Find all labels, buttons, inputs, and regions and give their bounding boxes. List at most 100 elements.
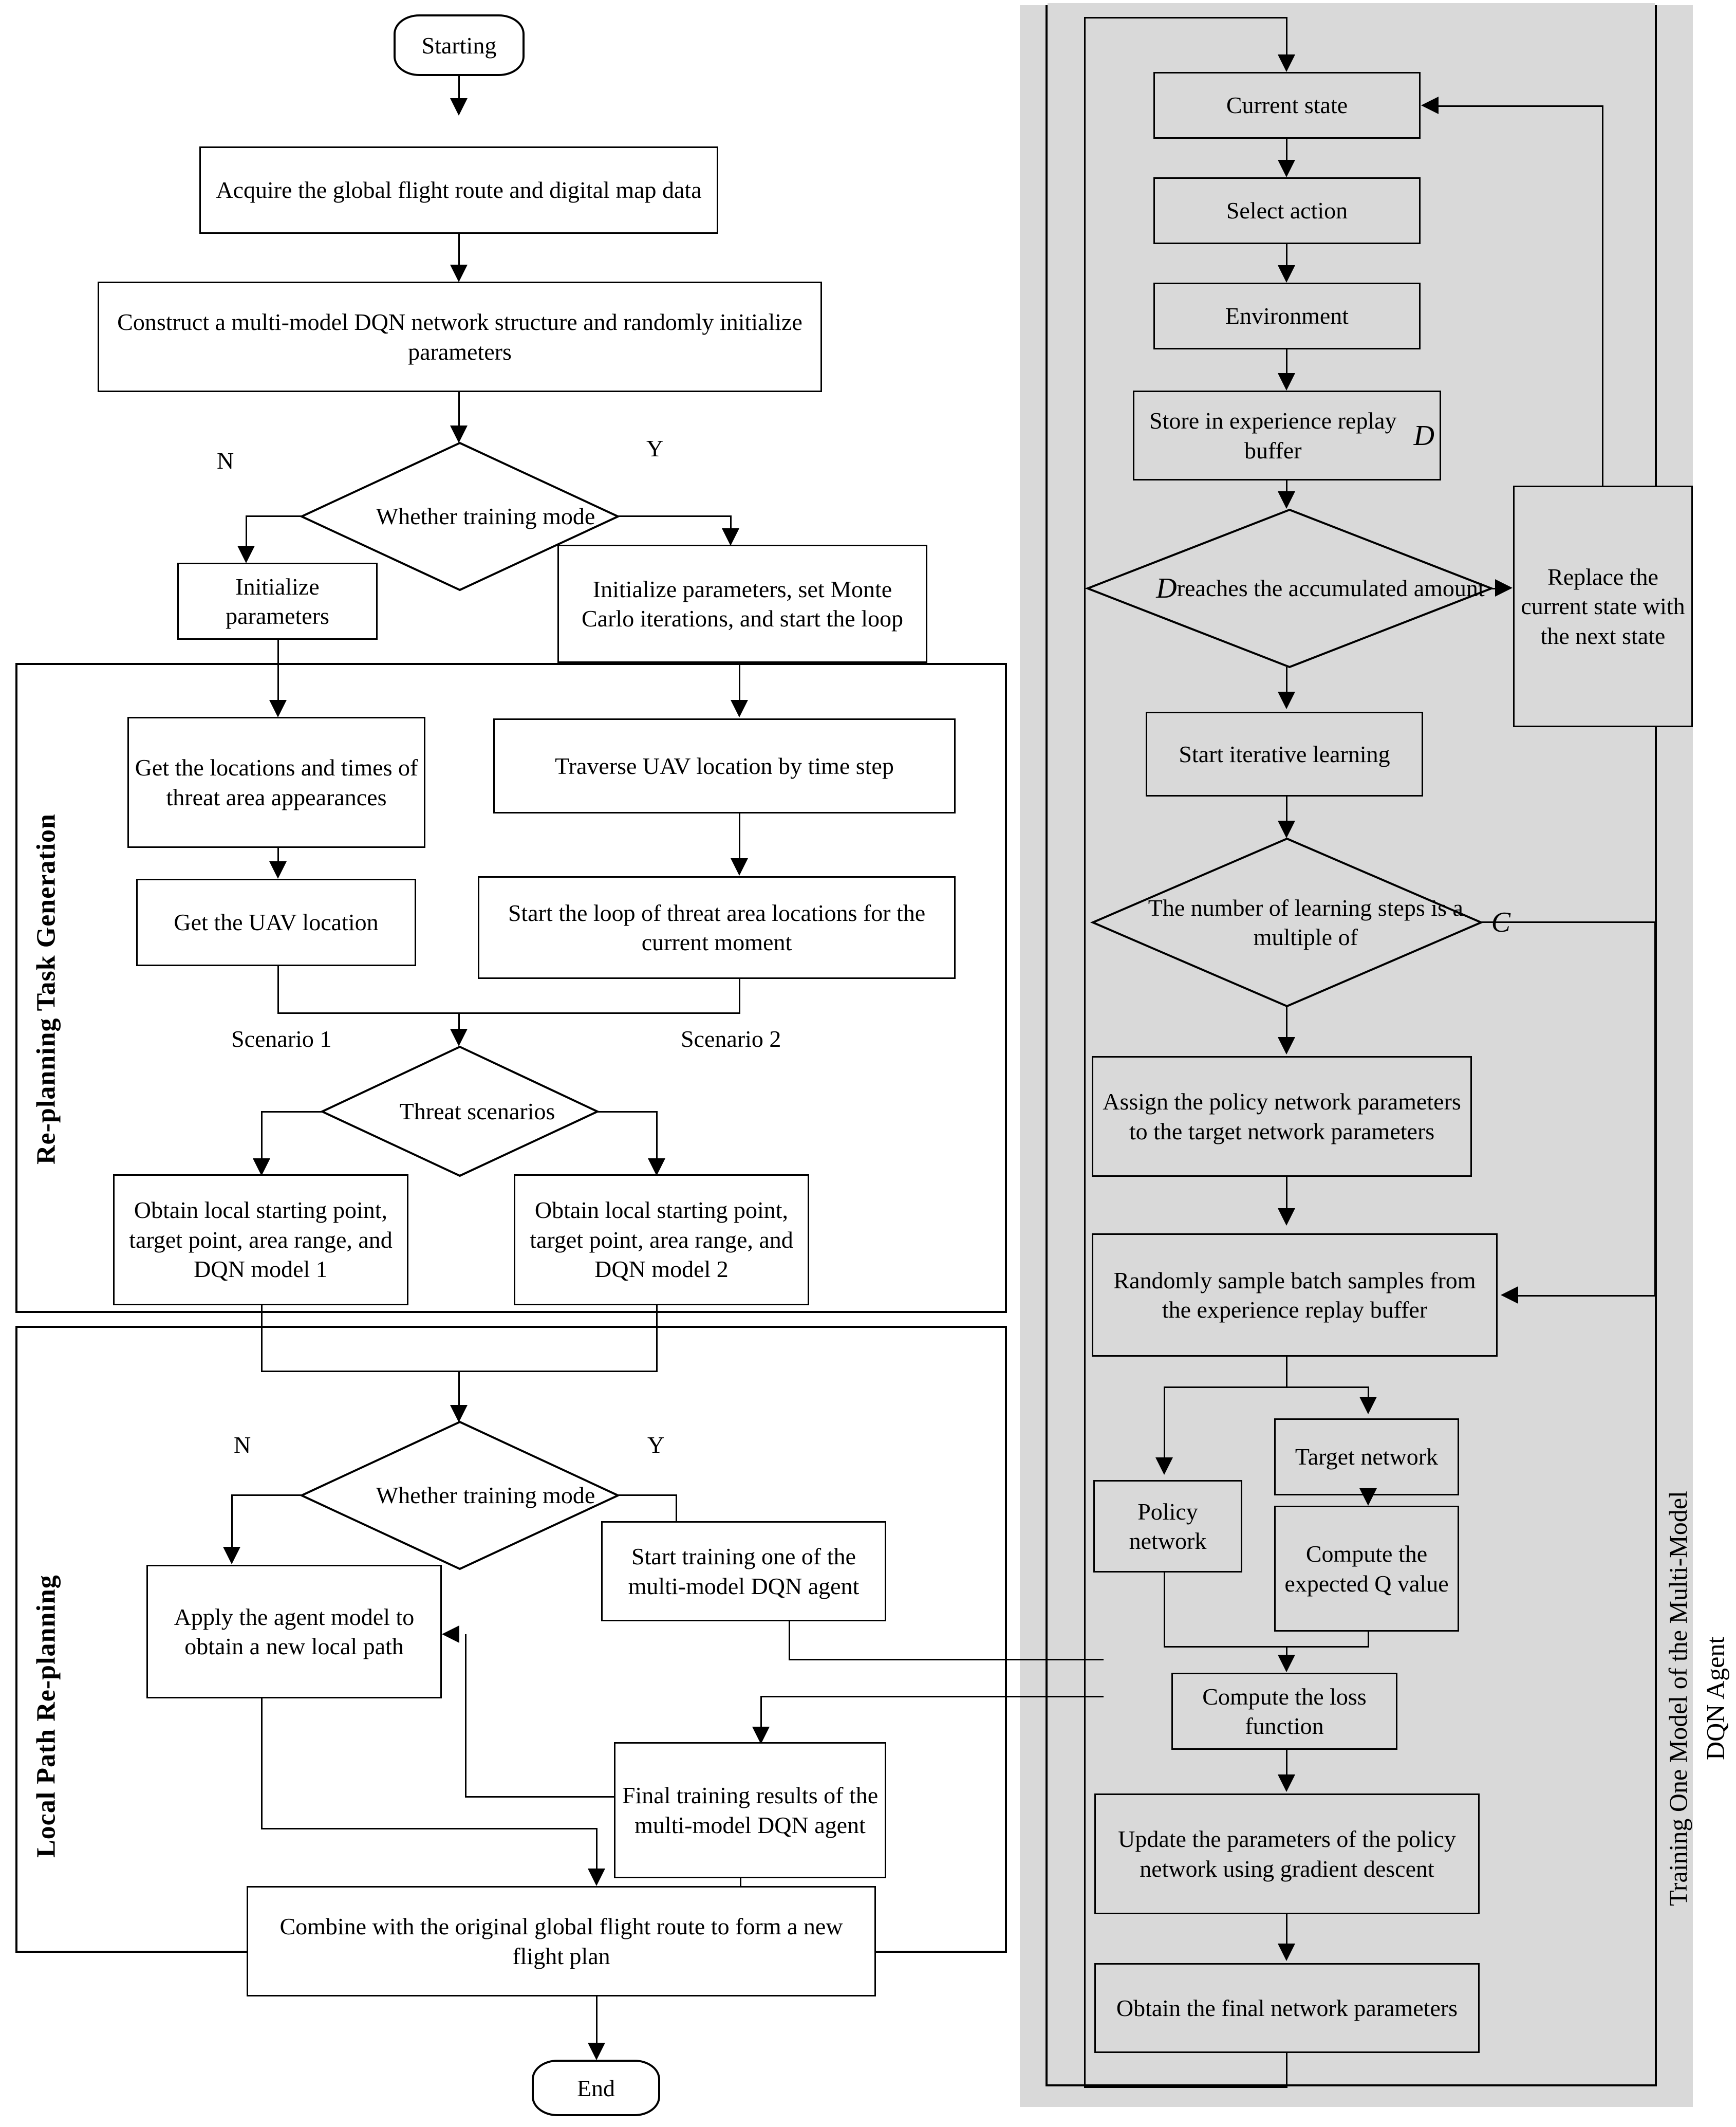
conn-threat-left xyxy=(261,1111,323,1113)
node-obtain-local-1: Obtain local starting point, target poin… xyxy=(113,1174,408,1305)
arrow-steps-sample xyxy=(1501,1286,1518,1304)
arrow-env-store xyxy=(1278,373,1295,391)
conn-startloop-down xyxy=(739,979,740,1014)
arrow-initmc-traverse xyxy=(731,700,748,717)
node-start-loop-threat: Start the loop of threat area locations … xyxy=(478,876,956,979)
conn-policy-down xyxy=(1164,1573,1165,1647)
node-select-action: Select action xyxy=(1153,177,1421,244)
arrow-assign-sample xyxy=(1278,1208,1295,1226)
conn-split-left xyxy=(1164,1386,1165,1458)
label-replanning-task-generation: Re-planning Task Generation xyxy=(31,813,61,1165)
conn-iterative-steps xyxy=(1286,797,1287,821)
conn-sample-split-bar xyxy=(1164,1386,1369,1388)
conn-apply-combine-h xyxy=(261,1828,598,1829)
conn-steps-right-down xyxy=(1654,921,1656,1295)
conn-starttraining-down xyxy=(789,1621,790,1660)
arrow-getthreat-getuav xyxy=(269,861,287,879)
node-initialize-monte-carlo: Initialize parameters, set Monte Carlo i… xyxy=(557,545,927,663)
arrow-merge-threat xyxy=(450,1029,468,1046)
conn-loop-top-horiz xyxy=(1084,17,1287,19)
conn-sample-split-stem xyxy=(1286,1357,1287,1388)
conn-acquire-construct xyxy=(458,234,460,266)
conn-final-down xyxy=(1286,2053,1287,2088)
decision-threat-scenarios: Threat scenarios xyxy=(320,1045,600,1177)
arrow-local-merge-dec2 xyxy=(450,1405,468,1422)
conn-getuav-down xyxy=(277,966,279,1014)
arrow-store-diamondD xyxy=(1278,491,1295,509)
arrow-threat-local1 xyxy=(253,1158,270,1176)
node-store-buffer: Store in experience replay buffer D xyxy=(1133,391,1441,480)
training-panel-top-mask xyxy=(1048,3,1655,8)
conn-dec1-right xyxy=(618,515,732,517)
arrow-construct-decision xyxy=(450,426,468,443)
arrow-current-select xyxy=(1278,160,1295,177)
conn-update-final xyxy=(1286,1914,1287,1944)
conn-split-right xyxy=(1368,1386,1369,1398)
arrow-split-policy xyxy=(1155,1457,1173,1475)
group-replanning-task-generation xyxy=(15,663,1007,1313)
node-assign-policy-params: Assign the policy network parameters to … xyxy=(1092,1056,1472,1177)
node-start-training-agent: Start training one of the multi-model DQ… xyxy=(601,1521,886,1621)
arrow-threat-local2 xyxy=(648,1158,665,1176)
conn-final-combine xyxy=(740,1878,741,1886)
conn-dec2-right xyxy=(617,1494,677,1496)
node-environment: Environment xyxy=(1153,283,1421,349)
terminator-end: End xyxy=(532,2060,660,2116)
node-initialize-parameters: Initialize parameters xyxy=(177,563,378,640)
node-final-training-results: Final training results of the multi-mode… xyxy=(614,1742,886,1878)
conn-env-store xyxy=(1286,349,1287,373)
arrow-iterative-steps xyxy=(1278,821,1295,838)
node-update-params: Update the parameters of the policy netw… xyxy=(1094,1793,1480,1914)
conn-merge-bar xyxy=(1164,1646,1369,1648)
arrow-dec1-initmc xyxy=(722,528,739,546)
arrow-diamondD-iterative xyxy=(1278,692,1295,709)
training-panel-label-line2: DQN Agent xyxy=(1701,1636,1730,1761)
node-get-threat-locations: Get the locations and times of threat ar… xyxy=(127,717,425,848)
node-construct-network: Construct a multi-model DQN network stru… xyxy=(98,282,822,392)
conn-diamondD-to-replace xyxy=(1490,588,1497,589)
conn-traverse-startloop xyxy=(739,813,740,860)
decision-learning-steps: The number of learning steps is a multip… xyxy=(1090,837,1510,1008)
conn-dec2-left-down xyxy=(231,1494,233,1548)
conn-threat-left-down xyxy=(261,1111,263,1160)
conn-threat-right xyxy=(597,1111,658,1113)
conn-q-down xyxy=(1368,1632,1369,1647)
conn-assign-sample xyxy=(1286,1177,1287,1209)
arrow-split-target xyxy=(1359,1397,1377,1414)
arrow-update-final xyxy=(1278,1944,1295,1961)
conn-steps-assign xyxy=(1286,1006,1287,1037)
conn-dec1-left xyxy=(246,515,302,517)
node-apply-agent-model: Apply the agent model to obtain a new lo… xyxy=(146,1565,442,1698)
node-random-sample-batch: Randomly sample batch samples from the e… xyxy=(1092,1233,1498,1357)
conn-merge-stem xyxy=(1286,1646,1287,1656)
node-store-buffer-symbol: D xyxy=(1413,419,1434,452)
conn-dec2-left xyxy=(231,1494,303,1496)
training-panel-label: Training One Model of the Multi-Model DQ… xyxy=(1659,1326,1730,2071)
arrow-traverse-startloop xyxy=(731,858,748,876)
conn-apply-down xyxy=(261,1698,263,1829)
arrow-final-to-apply xyxy=(442,1625,459,1643)
decision-d-accumulated: D reaches the accumulated amount xyxy=(1085,508,1495,669)
conn-steps-right xyxy=(1481,921,1656,923)
conn-loss-update xyxy=(1286,1750,1287,1775)
conn-final-to-apply-v xyxy=(465,1634,466,1798)
conn-dec2-right-down xyxy=(676,1494,677,1537)
conn-panel-back-down xyxy=(760,1696,762,1728)
conn-steps-to-sample xyxy=(1518,1295,1656,1297)
arrow-loss-update xyxy=(1278,1774,1295,1792)
arrow-acquire-construct xyxy=(450,265,468,282)
node-acquire-route: Acquire the global flight route and digi… xyxy=(199,146,718,234)
node-compute-expected-q: Compute the expected Q value xyxy=(1274,1506,1459,1632)
decision-whether-training-2: Whether training mode xyxy=(299,1420,621,1570)
conn-local-merge-stem xyxy=(458,1371,460,1407)
conn-initmc-traverse xyxy=(739,663,740,702)
training-panel-label-line1: Training One Model of the Multi-Model xyxy=(1664,1491,1692,1906)
conn-merge-threat-stem xyxy=(458,1012,460,1030)
conn-dec1-left-down xyxy=(246,515,247,547)
conn-final-left xyxy=(1084,2086,1287,2088)
conn-store-diamondD xyxy=(1286,480,1287,492)
conn-replace-to-current xyxy=(1439,105,1603,107)
arrow-target-q xyxy=(1359,1488,1377,1506)
node-combine-flight-plan: Combine with the original global flight … xyxy=(247,1886,876,1996)
